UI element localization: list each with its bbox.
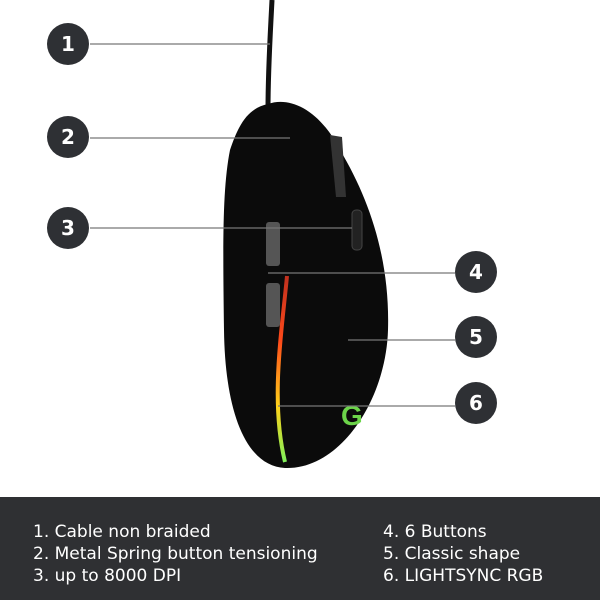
callout-4: 4 xyxy=(455,251,497,293)
mouse-illustration: G xyxy=(90,0,455,469)
logo-g-icon: G xyxy=(341,400,363,431)
callout-2: 2 xyxy=(47,116,89,158)
features-right: 4. 6 Buttons 5. Classic shape 6. LIGHTSY… xyxy=(383,521,543,587)
feature-item: 6. LIGHTSYNC RGB xyxy=(383,566,544,586)
callout-3: 3 xyxy=(47,207,89,249)
features-panel: 1. Cable non braided 2. Metal Spring but… xyxy=(0,497,600,600)
scroll-wheel xyxy=(330,135,346,197)
feature-item: 3. up to 8000 DPI xyxy=(33,566,182,586)
side-button-front xyxy=(266,222,280,266)
mouse-body xyxy=(223,101,389,469)
mouse-cable xyxy=(265,0,275,111)
feature-item: 1. Cable non braided xyxy=(33,522,211,542)
feature-item: 2. Metal Spring button tensioning xyxy=(33,544,318,564)
callout-6: 6 xyxy=(455,382,497,424)
dpi-button xyxy=(351,209,363,251)
features-left: 1. Cable non braided 2. Metal Spring but… xyxy=(33,521,318,587)
feature-item: 5. Classic shape xyxy=(383,544,521,564)
side-button-back xyxy=(266,283,280,327)
rgb-light-strip xyxy=(275,275,289,463)
callout-lines xyxy=(90,43,455,407)
callout-1: 1 xyxy=(47,23,89,65)
callout-5: 5 xyxy=(455,316,497,358)
feature-item: 4. 6 Buttons xyxy=(383,522,487,542)
